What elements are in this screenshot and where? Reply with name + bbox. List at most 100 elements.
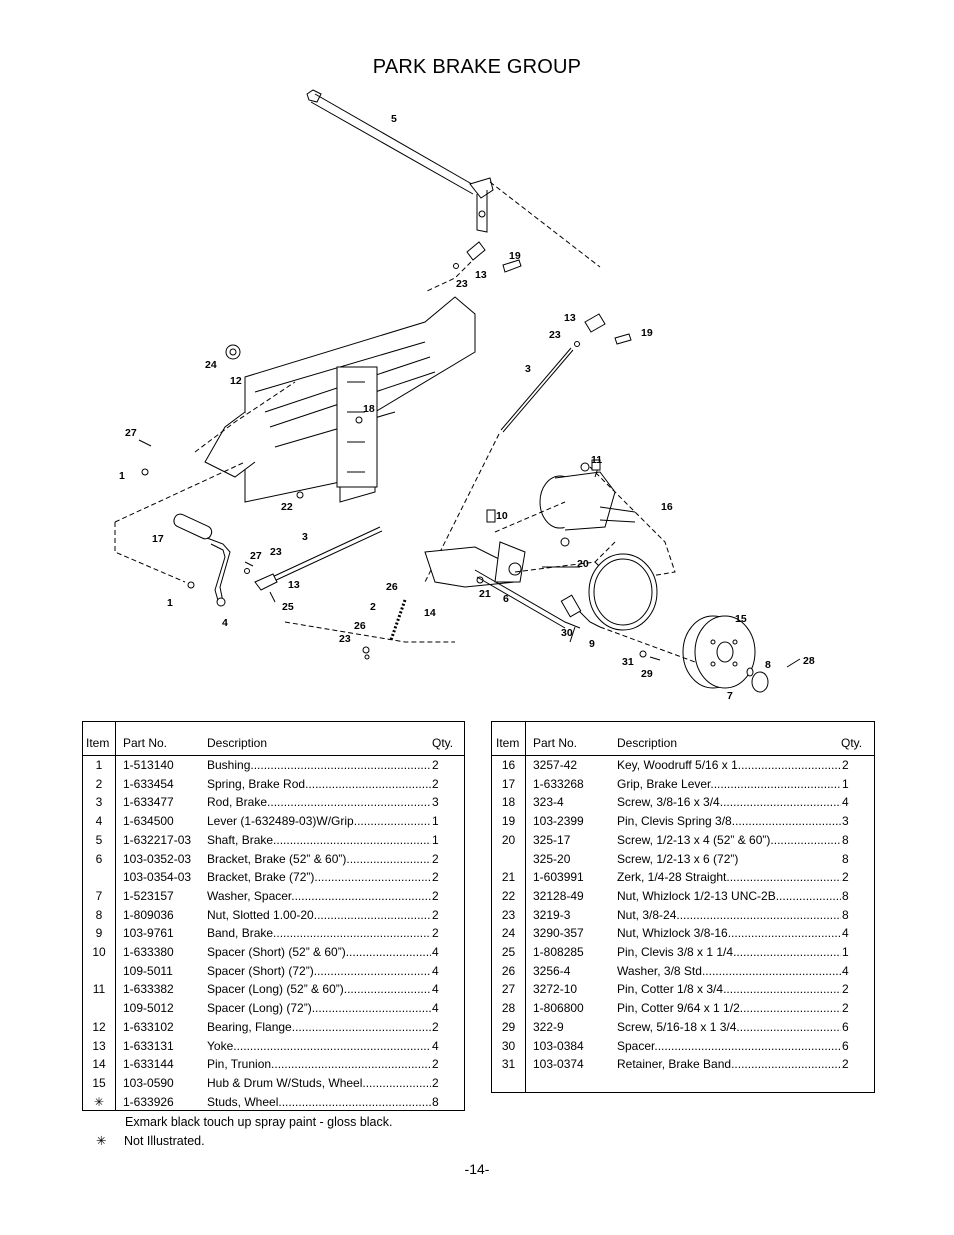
leader-dots: ........................................… [291,888,431,903]
leader-dots: ........................................… [736,1019,841,1034]
quantity: 2 [432,1019,439,1034]
header-item: Item [496,736,520,750]
part-number: 323-4 [533,795,564,810]
not-illustrated-note: ✳Not Illustrated. [96,1133,205,1148]
callout-label: 28 [803,655,815,667]
part-description: Spacer (Long) (52” & 60”)...............… [207,980,431,999]
description-text: Bracket, Brake (72”) [207,870,315,885]
quantity: 3 [842,814,849,829]
part-number: 325-20 [533,851,571,866]
part-number: 1-513140 [123,758,174,772]
leader-dots: ........................................… [719,795,841,810]
quantity: 4 [432,1001,439,1016]
part-description: Screw, 1/2-13 x 6 (72”) [617,850,841,869]
callout-label: 19 [641,327,653,339]
callout-label: 30 [561,627,573,639]
part-description: Bushing.................................… [207,756,431,775]
leader-dots: ........................................… [343,982,431,997]
leader-dots: ........................................… [353,814,431,829]
part-number: 103-0354-03 [123,870,192,885]
description-text: Washer, 3/8 Std [617,963,702,978]
callout-label: 23 [339,633,351,645]
callout-label: 25 [282,601,294,613]
header-qty: Qty. [432,736,454,750]
leader-dots: ........................................… [726,870,841,885]
description-text: Studs, Wheel [207,1094,279,1109]
item-number: 20 [501,832,516,847]
callout-label: 26 [386,581,398,593]
brake-band-drum-drawing [560,553,801,693]
item-number: 25 [501,945,516,959]
callout-label: 14 [424,607,436,619]
part-description: Band, Brake.............................… [207,924,431,943]
leader-dots: ........................................… [739,1001,841,1016]
item-number: 21 [501,870,516,885]
description-text: Nut, Whizlock 3/8-16 [617,926,728,941]
callout-label: 23 [456,278,468,290]
quantity: 4 [432,982,439,997]
item-number: 8 [95,907,103,922]
callout-label: 18 [363,403,375,415]
quantity: 8 [842,907,849,922]
callout-label: 16 [661,501,673,513]
part-number: 103-2399 [533,814,584,829]
leader-dots: ........................................… [710,776,841,791]
leader-dots: ........................................… [314,870,431,885]
quantity: 4 [842,926,849,941]
part-description: Washer, 3/8 Std.........................… [617,962,841,981]
leader-dots: ........................................… [273,832,431,847]
callout-label: 10 [496,510,508,522]
part-number: 1-633454 [123,776,174,791]
description-text: Screw, 5/16-18 x 1 3/4 [617,1019,737,1034]
quantity: 6 [842,1038,849,1053]
description-text: Pin, Clevis Spring 3/8 [617,814,732,829]
part-description: Nut, Whizlock 1/2-13 UNC-2B.............… [617,887,841,906]
part-number: 1-633926 [123,1094,174,1109]
description-text: Nut, 3/8-24 [617,907,677,922]
part-description: Shaft, Brake............................… [207,831,431,850]
description-text: Pin, Clevis 3/8 x 1 1/4 [617,945,734,959]
part-description: Spacer (Short) (72”)....................… [207,962,431,981]
description-text: Pin, Cotter 1/8 x 3/4 [617,982,724,997]
item-number: ✳ [93,1094,105,1109]
part-description: Grip, Brake Lever.......................… [617,775,841,794]
part-description: Spacer (Short) (52” & 60”)..............… [207,943,431,962]
description-text: Shaft, Brake [207,832,274,847]
quantity: 2 [432,851,439,866]
quantity: 8 [842,888,849,903]
leader-dots: ........................................… [731,814,841,829]
part-number: 103-0352-03 [123,851,192,866]
part-number: 3257-42 [533,758,578,772]
header-part-no: Part No. [123,736,168,750]
quantity: 2 [842,870,849,885]
part-description: Pin, Clevis 3/8 x 1 1/4.................… [617,943,841,962]
quantity: 4 [842,963,849,978]
part-number: 103-0374 [533,1057,584,1072]
part-description: Hub & Drum W/Studs, Wheel...............… [207,1074,431,1093]
part-number: 1-523157 [123,888,174,903]
brake-shaft-drawing [306,89,601,268]
description-text: Bushing [207,758,251,772]
brake-rod-upper [500,347,574,433]
callout-label: 21 [479,588,491,600]
column-divider [525,722,526,1092]
not-illustrated-text: Not Illustrated. [124,1134,205,1148]
part-description: Rod, Brake..............................… [207,793,431,812]
description-text: Lever (1-632489-03)W/Grip [207,814,354,829]
callout-label: 27 [250,550,262,562]
callout-label: 20 [577,558,589,570]
leader-dots: ........................................… [654,1038,841,1053]
part-description: Screw, 1/2-13 x 4 (52” & 60”)...........… [617,831,841,850]
quantity: 1 [842,945,849,959]
